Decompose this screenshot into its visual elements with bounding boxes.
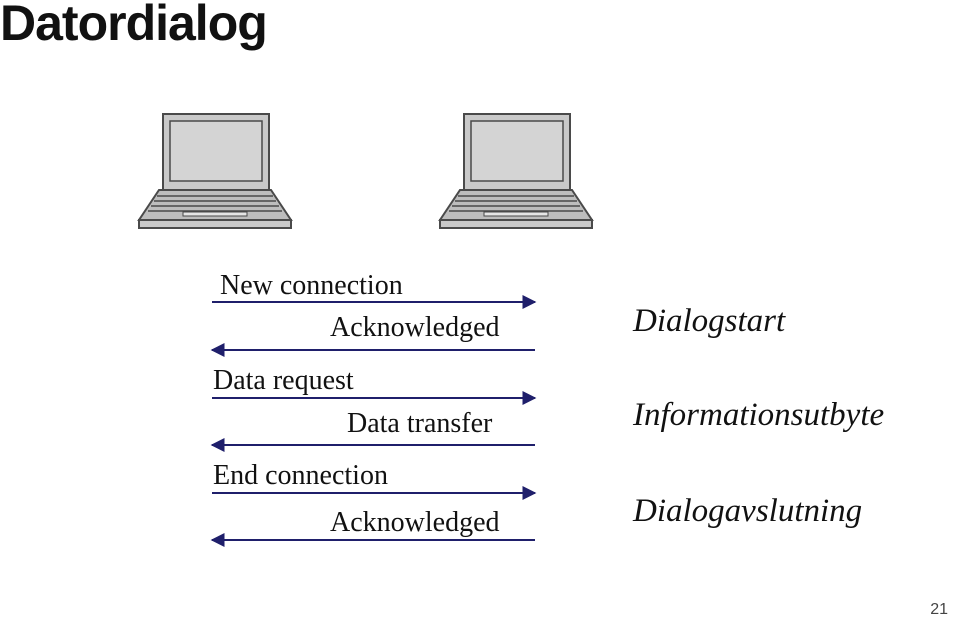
laptop-icon (438, 113, 594, 229)
laptop-icon (137, 113, 293, 229)
phase-label-informationsutbyte: Informationsutbyte (633, 397, 885, 433)
message-label-data-request: Data request (213, 365, 354, 396)
message-label-acknowledged: Acknowledged (330, 312, 500, 343)
phase-label-dialogavslutning: Dialogavslutning (633, 493, 863, 529)
page-number: 21 (930, 601, 948, 618)
message-label-data-transfer: Data transfer (347, 408, 493, 439)
phase-label-dialogstart: Dialogstart (633, 303, 786, 339)
message-label-acknowledged: Acknowledged (330, 507, 500, 538)
message-label-new-connection: New connection (220, 270, 403, 301)
slide-title: Datordialog (0, 0, 268, 51)
message-label-end-connection: End connection (213, 460, 388, 491)
